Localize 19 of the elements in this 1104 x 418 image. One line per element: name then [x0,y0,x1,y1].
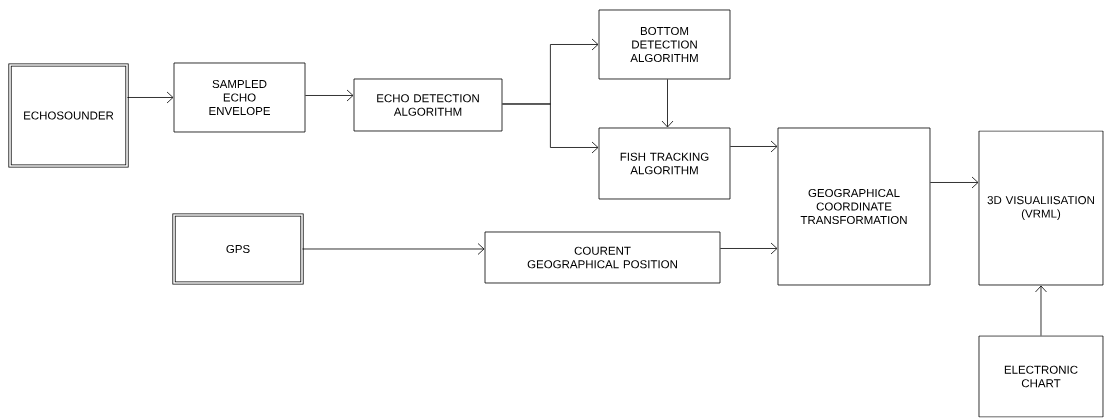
arrow [502,103,599,154]
process-box: FISH TRACKING ALGORITHM [598,127,731,200]
arrow [720,242,778,255]
process-box: BOTTOM DETECTION ALGORITHM [598,9,731,80]
device-box: GPS [172,213,304,285]
process-box: ELECTRONIC CHART [978,335,1104,418]
arrow [730,140,778,153]
arrow [930,176,979,189]
arrow [127,91,174,104]
process-box: GEOGRAPHICAL COORDINATE TRANSFORMATION [777,127,931,286]
device-box: ECHOSOUNDER [8,63,129,168]
arrow [302,243,485,255]
process-box: ECHO DETECTION ALGORITHM [353,78,503,132]
arrow [661,79,674,128]
arrow [1035,285,1047,336]
process-box: COURENT GEOGRAPHICAL POSITION [484,231,721,284]
process-box: SAMPLED ECHO ENVELOPE [173,62,306,133]
arrow [305,89,354,102]
process-box: 3D VISUALIISATION (VRML) [978,130,1104,286]
